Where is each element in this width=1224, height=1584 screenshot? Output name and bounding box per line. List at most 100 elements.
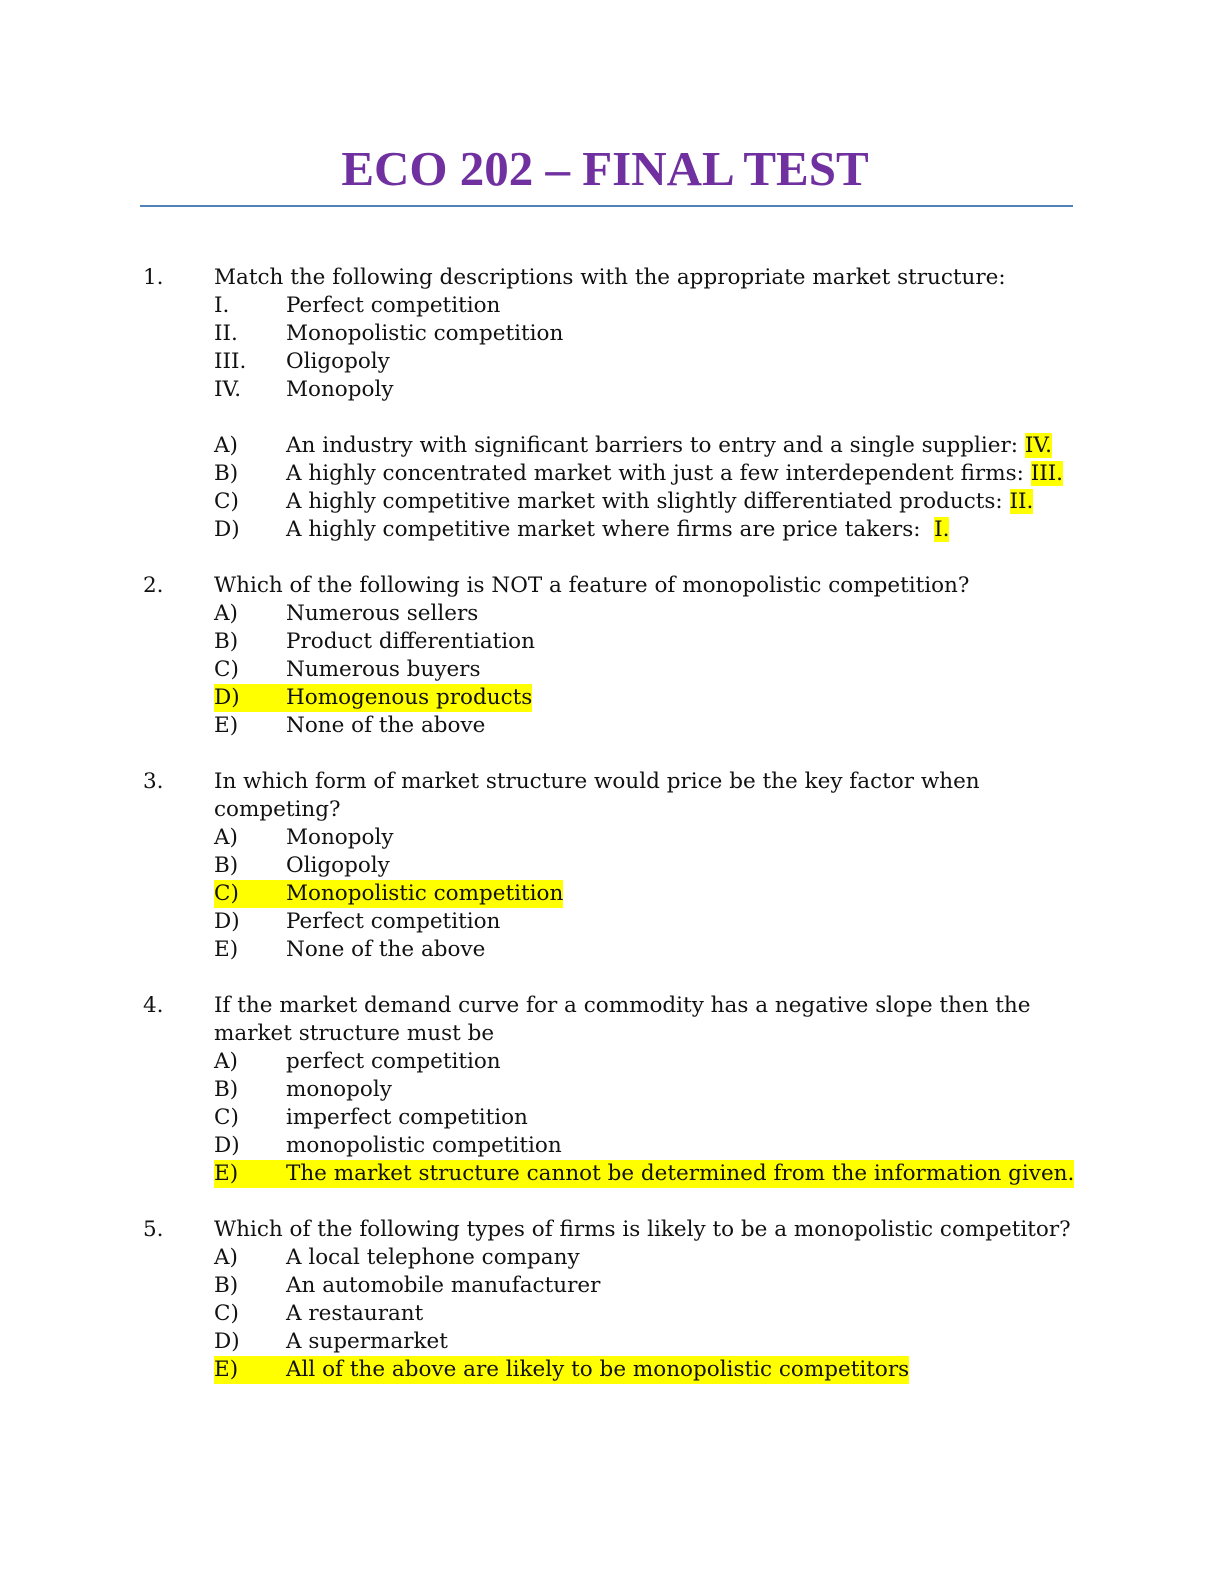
option-item-highlighted: C) Monopolistic competition [214,880,564,908]
option-text: An automobile manufacturer [286,1273,601,1298]
structure-item: I. Perfect competition [214,292,1083,320]
question-list: 1. Match the following descriptions with… [143,264,1083,1412]
option-text: Homogenous products [286,685,533,710]
question-number: 1. [143,265,164,290]
option-text: The market structure cannot be determine… [286,1161,1075,1186]
option-label: A) [214,1049,238,1074]
structure-text: Monopoly [286,377,394,402]
question-2: 2. Which of the following is NOT a featu… [143,572,1083,740]
page-title: ECO 202 – FINAL TEST [341,141,869,196]
option-item: A) perfect competition [214,1048,1083,1076]
highlighted-answer: IV. [1024,433,1052,458]
structure-text: Perfect competition [286,293,501,318]
option-item-highlighted: D) Homogenous products [214,684,533,712]
structure-item: IV. Monopoly [214,376,1083,404]
option-item: C) imperfect competition [214,1104,1083,1132]
option-text: A supermarket [286,1329,448,1354]
question-3: 3. In which form of market structure wou… [143,768,1083,964]
title-divider [140,205,1073,207]
option-text: Product differentiation [286,629,535,654]
option-label: E) [214,1357,239,1382]
option-text: A local telephone company [286,1245,580,1270]
option-label: C) [214,1301,239,1326]
description-text: A highly concentrated market with just a… [286,461,1064,486]
option-item: E) None of the above [214,712,1083,740]
structure-item: III. Oligopoly [214,348,1083,376]
option-item: B) Product differentiation [214,628,1083,656]
structure-item: II. Monopolistic competition [214,320,1083,348]
option-label: C) [214,657,239,682]
option-item-highlighted: E) The market structure cannot be determ… [214,1160,1075,1188]
option-label: B) [214,853,239,878]
option-text: Oligopoly [286,853,390,878]
question-number: 5. [143,1217,164,1242]
question-text: If the market demand curve for a commodi… [214,993,1031,1046]
question-text: Which of the following types of firms is… [214,1217,1071,1242]
question-number: 3. [143,769,164,794]
highlighted-answer: II. [1009,489,1034,514]
option-text: monopolistic competition [286,1133,562,1158]
description-text: A highly competitive market with slightl… [286,489,1034,514]
option-item: B) monopoly [214,1076,1083,1104]
option-item: A) Monopoly [214,824,1083,852]
description-label: D) [214,517,240,542]
option-label: A) [214,1245,238,1270]
option-label: D) [214,909,240,934]
structure-label: III. [214,349,247,374]
option-text: None of the above [286,937,486,962]
question-number: 2. [143,573,164,598]
description-label: B) [214,461,239,486]
description-label: A) [214,433,238,458]
description-text: An industry with significant barriers to… [286,433,1052,458]
option-text: perfect competition [286,1049,501,1074]
option-text: Perfect competition [286,909,501,934]
description-label: C) [214,489,239,514]
option-text: Numerous sellers [286,601,479,626]
option-text: All of the above are likely to be monopo… [286,1357,910,1382]
option-text: Monopolistic competition [286,881,564,906]
highlighted-answer: I. [934,517,950,542]
structure-label: I. [214,293,230,318]
option-label: D) [214,1329,240,1354]
option-item: D) Perfect competition [214,908,1083,936]
option-label: E) [214,713,239,738]
option-label: D) [214,1133,240,1158]
description-item: C) A highly competitive market with slig… [214,488,1083,516]
question-number: 4. [143,993,164,1018]
option-text: imperfect competition [286,1105,528,1130]
option-label: A) [214,825,238,850]
question-text: In which form of market structure would … [214,769,980,822]
option-item: A) A local telephone company [214,1244,1083,1272]
option-label: D) [214,685,240,710]
option-item: D) monopolistic competition [214,1132,1083,1160]
option-label: E) [214,1161,239,1186]
option-label: C) [214,881,239,906]
option-label: B) [214,629,239,654]
option-text: A restaurant [286,1301,424,1326]
option-label: C) [214,1105,239,1130]
option-item: D) A supermarket [214,1328,1083,1356]
question-4: 4. If the market demand curve for a comm… [143,992,1083,1188]
option-label: B) [214,1273,239,1298]
option-label: E) [214,937,239,962]
option-text: Monopoly [286,825,394,850]
question-5: 5. Which of the following types of firms… [143,1216,1083,1384]
structure-text: Monopolistic competition [286,321,564,346]
question-text: Which of the following is NOT a feature … [214,573,970,598]
structure-text: Oligopoly [286,349,390,374]
description-item: A) An industry with significant barriers… [214,432,1083,460]
question-1: 1. Match the following descriptions with… [143,264,1083,544]
structure-label: II. [214,321,238,346]
option-item: B) Oligopoly [214,852,1083,880]
description-item: D) A highly competitive market where fir… [214,516,1083,544]
option-item: E) None of the above [214,936,1083,964]
option-text: Numerous buyers [286,657,481,682]
option-label: A) [214,601,238,626]
highlighted-answer: III. [1030,461,1064,486]
description-item: B) A highly concentrated market with jus… [214,460,1083,488]
option-item: A) Numerous sellers [214,600,1083,628]
description-text: A highly competitive market where firms … [286,517,950,542]
question-text: Match the following descriptions with th… [214,265,1006,290]
option-item-highlighted: E) All of the above are likely to be mon… [214,1356,910,1384]
option-text: None of the above [286,713,486,738]
